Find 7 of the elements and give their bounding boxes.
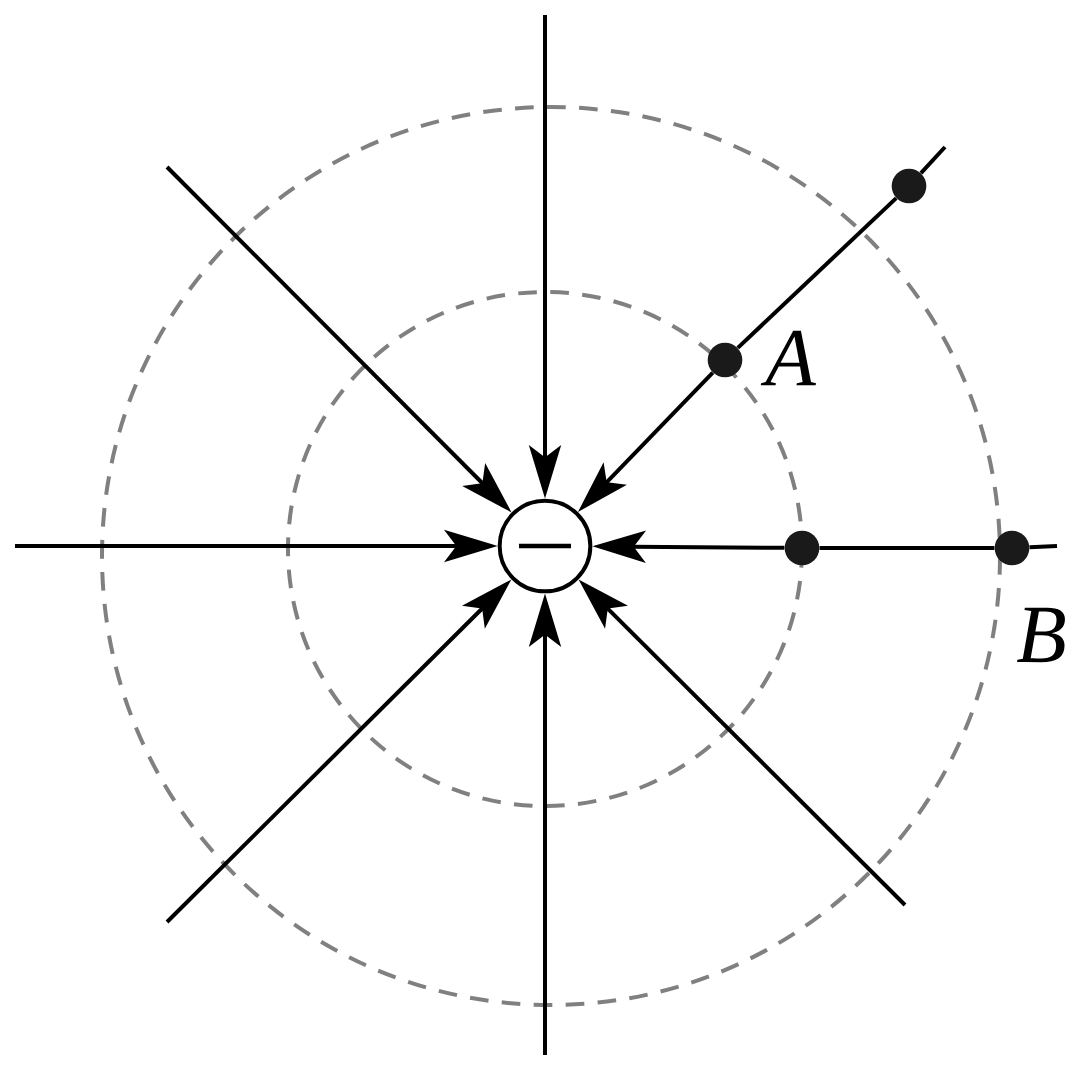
point-dot [707, 342, 743, 378]
point-label: A [760, 330, 817, 386]
point-dot [994, 530, 1030, 566]
point-dot [784, 530, 820, 566]
negative-charge [497, 498, 593, 594]
point-label: B [1017, 607, 1065, 663]
point-dot [891, 168, 927, 204]
